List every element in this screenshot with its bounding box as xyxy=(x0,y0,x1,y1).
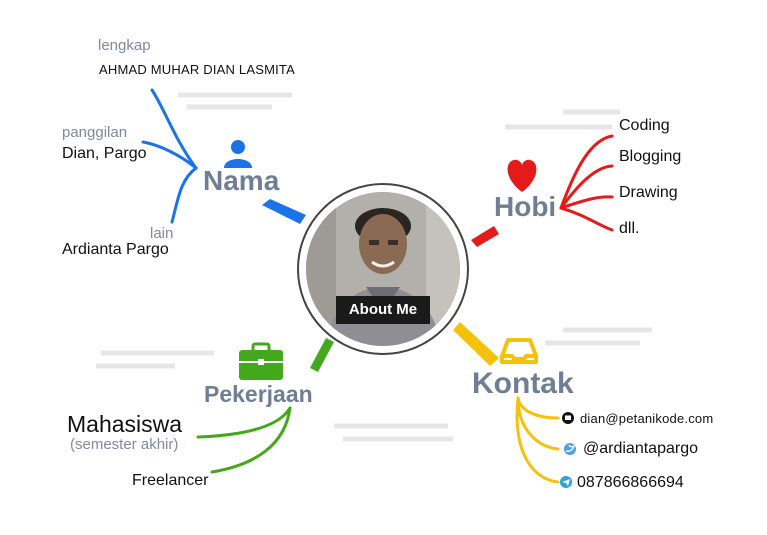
kontak-title: Kontak xyxy=(472,367,574,400)
nama-label-lain: lain xyxy=(150,225,174,242)
nama-title: Nama xyxy=(203,165,280,196)
hobi-item-dll: dll. xyxy=(619,220,640,237)
pekerjaan-item-mahasiswa: Mahasiswa xyxy=(67,411,183,437)
kontak-branches xyxy=(515,396,560,484)
hobi-item-drawing: Drawing xyxy=(619,184,678,201)
email-icon xyxy=(562,412,574,424)
nama-label-lengkap: lengkap xyxy=(98,37,151,54)
hobi-title: Hobi xyxy=(494,191,557,222)
kontak-email[interactable]: dian@petanikode.com xyxy=(580,411,714,426)
twitter-icon xyxy=(564,443,576,455)
heart-icon xyxy=(507,159,537,192)
inbox-icon xyxy=(500,338,538,364)
about-me-badge[interactable]: About Me xyxy=(336,296,430,324)
pekerjaan-item-freelancer: Freelancer xyxy=(132,472,209,489)
nama-label-panggilan: panggilan xyxy=(62,124,128,141)
nama-value-panggilan: Dian, Pargo xyxy=(62,145,147,162)
pekerjaan-connector xyxy=(310,338,334,372)
nama-connector xyxy=(262,199,306,224)
briefcase-icon xyxy=(239,342,283,380)
hobi-item-coding: Coding xyxy=(619,117,670,134)
pekerjaan-note-mahasiswa: (semester akhir) xyxy=(70,436,179,453)
telegram-icon xyxy=(560,476,572,488)
hobi-branches xyxy=(559,134,614,232)
kontak-connector xyxy=(453,322,499,366)
hobi-item-blogging: Blogging xyxy=(619,148,682,165)
kontak-telegram[interactable]: 087866866694 xyxy=(577,474,684,491)
person-icon xyxy=(224,140,252,168)
nama-value-lengkap: AHMAD MUHAR DIAN LASMITA xyxy=(99,62,295,77)
nama-branches xyxy=(141,88,198,224)
pekerjaan-branches xyxy=(196,406,292,474)
profile-avatar-frame xyxy=(297,183,469,355)
hobi-connector xyxy=(471,226,499,247)
decorative-lines xyxy=(96,92,652,442)
pekerjaan-title: Pekerjaan xyxy=(204,381,313,407)
nama-value-lain: Ardianta Pargo xyxy=(62,241,169,258)
kontak-twitter[interactable]: @ardiantapargo xyxy=(583,440,698,457)
